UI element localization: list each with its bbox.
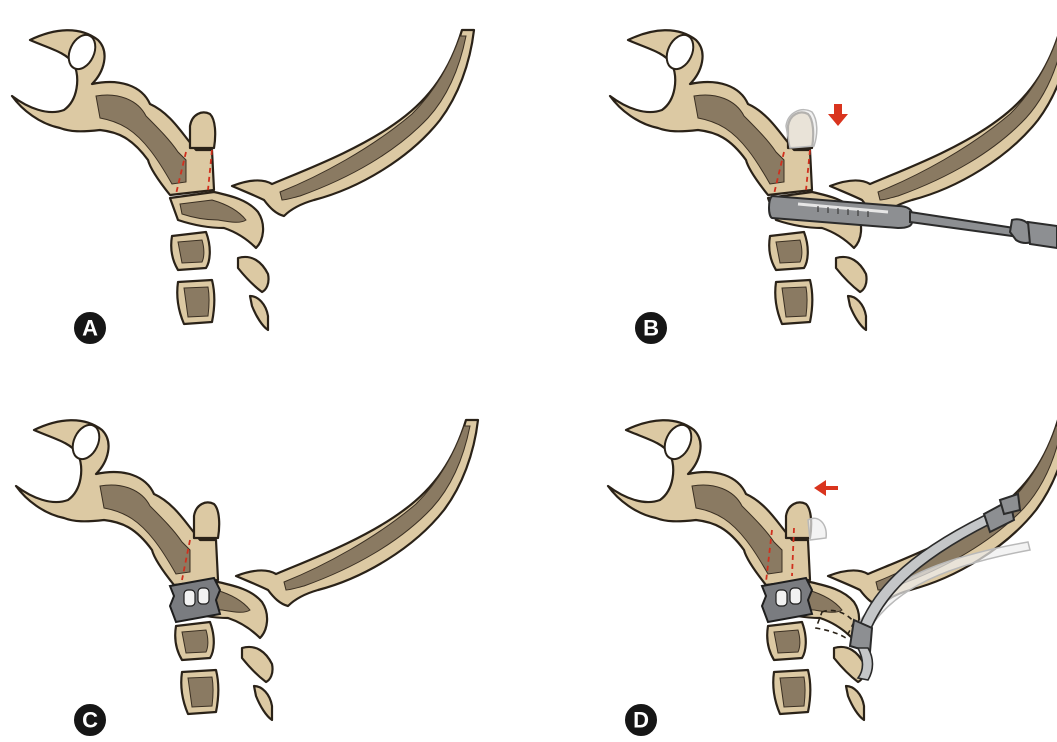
panel-d: D	[608, 420, 1057, 737]
badge-d: D	[624, 703, 658, 737]
cage-implant-d-icon	[762, 578, 812, 622]
resected-fragment-ghost	[786, 110, 817, 148]
panel-a: A	[12, 30, 474, 345]
displaced-fragment-ghost	[808, 518, 826, 540]
badge-b: B	[634, 311, 668, 345]
panel-b: B	[610, 30, 1057, 345]
anatomy-b	[610, 30, 1057, 330]
badge-d-label: D	[633, 708, 649, 733]
badge-a-label: A	[82, 316, 98, 341]
anatomy-a	[12, 30, 474, 330]
osteotome-icon	[769, 196, 1057, 248]
cage-implant-icon	[170, 578, 220, 622]
arrow-left-icon	[814, 480, 838, 496]
badge-c: C	[73, 703, 107, 737]
arrow-down-icon	[828, 104, 848, 126]
anatomy-d	[608, 420, 1057, 720]
badge-b-label: B	[643, 316, 659, 341]
badge-a: A	[73, 311, 107, 345]
panel-c: C	[16, 420, 478, 737]
badge-c-label: C	[82, 708, 98, 733]
anatomy-c	[16, 420, 478, 720]
